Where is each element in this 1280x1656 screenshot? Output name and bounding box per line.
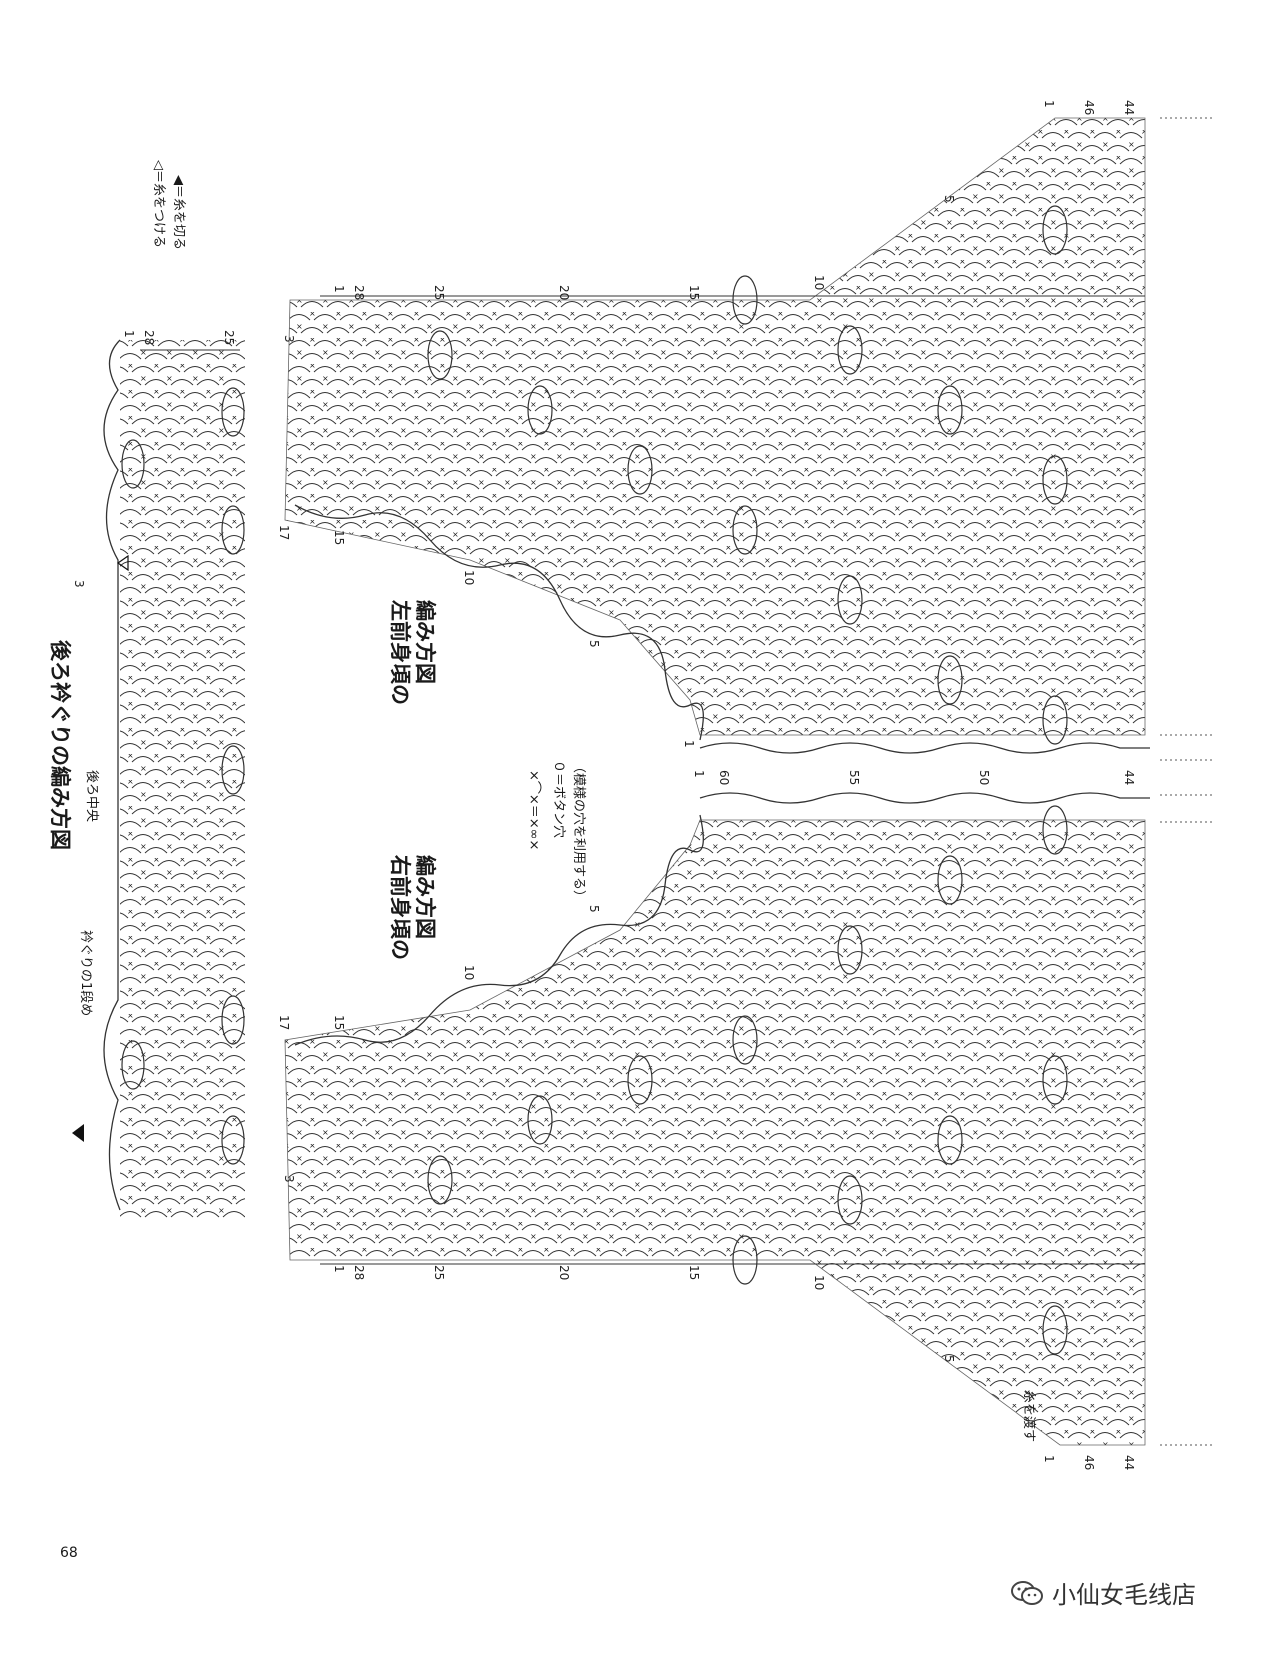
left-front-title-line2: 編み方図: [413, 600, 437, 684]
left-neck-edge: [294, 504, 704, 741]
left-front-row-28: 28: [352, 285, 366, 301]
right-front-pass-yarn: 糸を渡す: [1021, 1390, 1036, 1443]
left-front-side-5: 5: [587, 640, 601, 648]
left-band-chain: [699, 742, 1150, 754]
right-front-row-28: 28: [352, 1265, 366, 1281]
watermark-text: 小仙女毛线店: [1052, 1581, 1196, 1609]
front-band-row-44: 44: [1122, 770, 1136, 786]
back-neck-title: 後ろ衿ぐりの編み方図: [48, 640, 72, 850]
right-front-row-15: 15: [687, 1265, 701, 1281]
right-front-side-15: 15: [332, 1015, 346, 1031]
row-tick-bars: [140, 295, 1145, 1265]
right-front-title-line2: 編み方図: [413, 855, 437, 939]
back-neck-stitch-3: 3: [72, 580, 86, 588]
back-neck-center-label: 後ろ中央: [84, 770, 99, 823]
buttonhole-formula: ×⌒×＝×∞×: [526, 770, 541, 851]
front-band-row-50: 50: [977, 770, 991, 786]
right-front-row-25: 25: [432, 1265, 446, 1281]
back-neck-row-25: 25: [222, 330, 236, 346]
front-band-row-60: 60: [717, 770, 731, 786]
left-front-row-1b: 1: [1042, 100, 1056, 108]
continuation-dotted-lines: [1160, 117, 1215, 1446]
left-front-row-15: 15: [687, 285, 701, 301]
back-neck-edge: [103, 339, 121, 1211]
left-front-row-46: 46: [1082, 100, 1096, 116]
back-neck-row-1: 1: [122, 330, 136, 338]
legend-cut-yarn: ◀＝糸を切る: [171, 175, 186, 250]
right-front-side-3: 3: [282, 1175, 296, 1183]
left-front-row-1: 1: [332, 285, 346, 293]
left-front-title: 左前身頃の: [388, 600, 412, 705]
right-front-row-1b: 1: [1042, 1455, 1056, 1463]
left-front-row-20: 20: [557, 285, 571, 301]
back-neck-chart-area: [120, 340, 245, 1220]
right-front-row-46: 46: [1082, 1455, 1096, 1471]
left-front-side-17: 17: [277, 525, 291, 541]
back-neck-row-28: 28: [142, 330, 156, 346]
buttonhole-note: ０＝ボタン穴: [551, 760, 566, 839]
right-front-row-44: 44: [1122, 1455, 1136, 1471]
right-front-chart-area: [284, 819, 1146, 1446]
right-neck-edge: [294, 814, 704, 1046]
right-band-chain: [699, 792, 1150, 804]
left-front-side-3: 3: [282, 335, 296, 343]
back-neck-shell-motifs: [121, 387, 245, 1165]
right-front-side-10: 10: [462, 965, 476, 981]
left-front-side-15: 15: [332, 530, 346, 546]
right-front-row-20: 20: [557, 1265, 571, 1281]
wechat-icon: [1011, 1580, 1043, 1605]
right-front-side-17: 17: [277, 1015, 291, 1031]
watermark: 小仙女毛线店: [1010, 1575, 1196, 1610]
left-front-row-10: 10: [812, 275, 826, 291]
buttonhole-note-sub: （模様の穴を利用する）: [571, 760, 586, 904]
yarn-join-marker: [116, 554, 129, 572]
left-front-row-25: 25: [432, 285, 446, 301]
left-front-row-44: 44: [1122, 100, 1136, 116]
page-number: 68: [60, 1545, 78, 1561]
front-band-row-55: 55: [847, 770, 861, 786]
yarn-cut-marker: [72, 1124, 84, 1142]
legend-join-yarn: ◁＝糸をつける: [151, 160, 166, 248]
left-front-side-1: 1: [682, 740, 696, 748]
right-front-side-5: 5: [587, 905, 601, 913]
left-front-chart-area: [284, 117, 1146, 736]
right-front-row-10: 10: [812, 1275, 826, 1291]
front-shell-motifs: [427, 205, 1068, 1355]
front-band-row-1: 1: [692, 770, 706, 778]
right-front-row-5: 5: [942, 1355, 956, 1363]
back-neck-first-row-label: 衿ぐりの1段め: [78, 930, 93, 1017]
right-front-row-1: 1: [332, 1265, 346, 1273]
right-front-title: 右前身頃の: [388, 855, 412, 960]
left-front-row-5: 5: [942, 195, 956, 203]
left-front-side-10: 10: [462, 570, 476, 586]
